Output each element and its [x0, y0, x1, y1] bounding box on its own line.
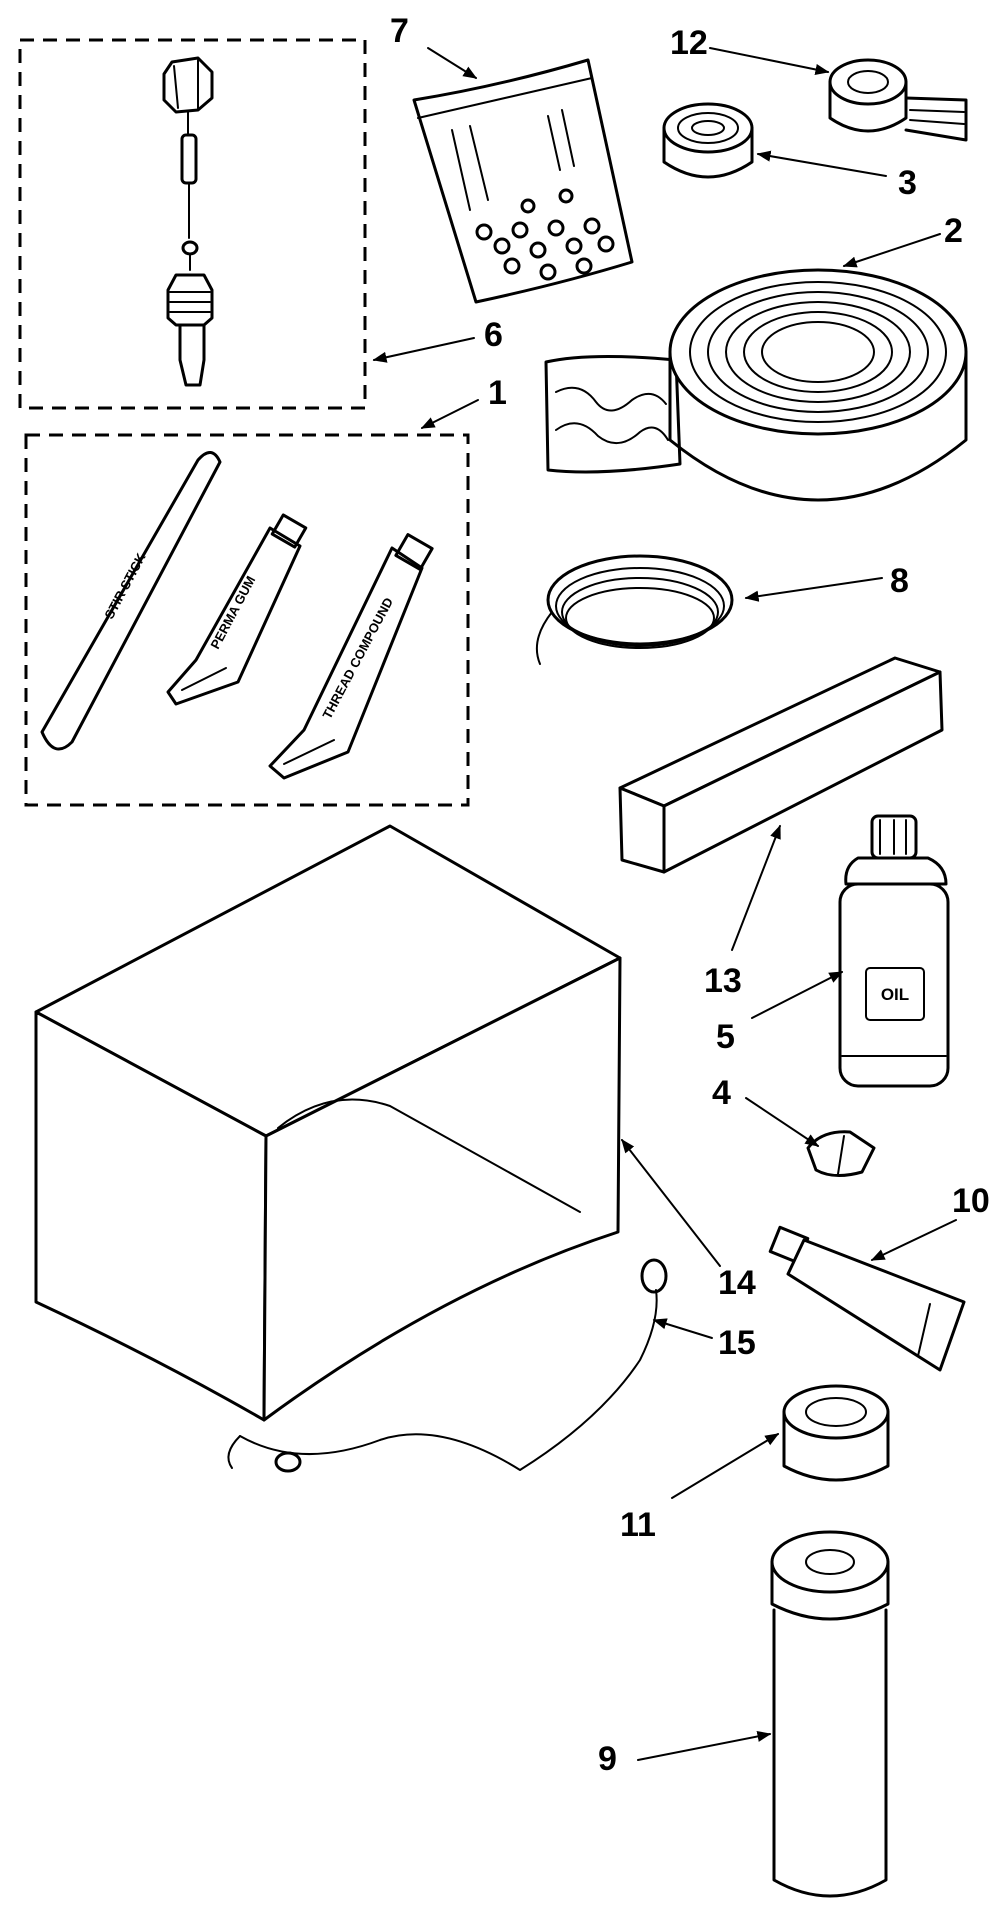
bag-icon — [412, 58, 634, 304]
callout-5: 5 — [716, 1018, 735, 1056]
leader-lines — [372, 47, 957, 1761]
callout-15: 15 — [718, 1324, 756, 1362]
callout-4: 4 — [712, 1074, 731, 1112]
callout-2: 2 — [944, 212, 963, 250]
callout-11: 11 — [620, 1506, 656, 1544]
cover-icon — [34, 824, 622, 1422]
callout-14: 14 — [718, 1264, 756, 1302]
sealant-kit-group: STIR STICK PERMA GUM THREAD COMPOUND — [24, 433, 470, 807]
bottle-icon: OIL — [838, 814, 950, 1088]
callout-6: 6 — [484, 316, 503, 354]
dashed-box-6 — [18, 38, 367, 410]
tape-roll-icon — [662, 102, 754, 179]
oil-label: OIL — [881, 985, 909, 1004]
tape-roll-icon — [544, 268, 968, 502]
callout-8: 8 — [890, 562, 909, 600]
tape-roll-icon — [782, 1384, 890, 1482]
capsule-icon — [806, 1130, 876, 1177]
tube-icon — [768, 1225, 966, 1372]
callout-10: 10 — [952, 1182, 990, 1220]
callout-12: 12 — [670, 24, 708, 62]
callout-1: 1 — [488, 374, 507, 412]
callout-7: 7 — [390, 12, 409, 50]
callout-numbers: 7 12 3 2 6 1 8 13 5 4 10 14 15 11 9 — [390, 12, 990, 1778]
spray-can-icon — [770, 1530, 890, 1898]
fitting-assembly-icon — [162, 56, 214, 387]
cord-icon — [227, 1258, 668, 1473]
svg-text:PERMA GUM: PERMA GUM — [207, 573, 258, 651]
coil-icon — [536, 554, 734, 665]
fitting-assembly-group — [18, 38, 367, 410]
callout-13: 13 — [704, 962, 742, 1000]
tube-icon: THREAD COMPOUND — [268, 533, 434, 780]
foam-block-icon — [618, 656, 944, 874]
tape-roll-icon — [828, 58, 968, 142]
stick-icon: STIR STICK — [40, 451, 222, 751]
callout-9: 9 — [598, 1740, 617, 1778]
tube-icon: PERMA GUM — [166, 513, 308, 706]
callout-3: 3 — [898, 164, 917, 202]
dashed-box-1 — [24, 433, 470, 807]
